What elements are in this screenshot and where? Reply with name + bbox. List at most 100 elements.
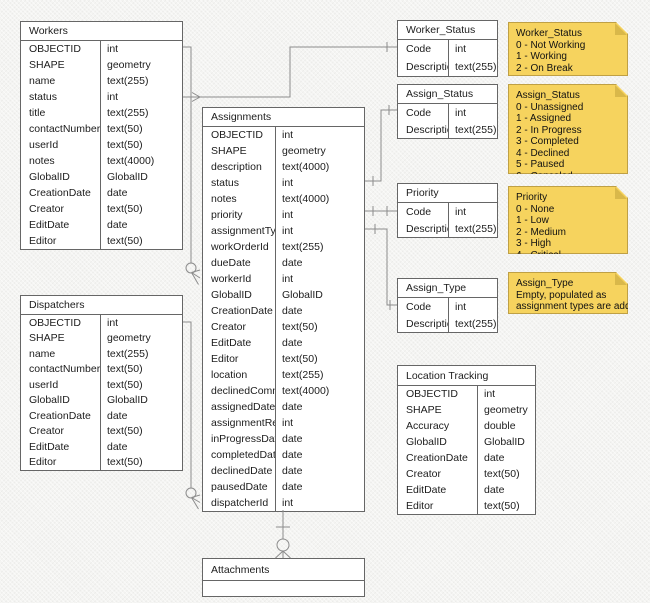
field-name: status [203,175,276,191]
field-name: Creator [203,319,276,335]
field-name: notes [21,153,101,169]
field-name: assignmentRead [203,415,276,431]
field-type: text(4000) [282,193,330,205]
table-row: inProgressDatedate [203,431,364,447]
field-name: name [21,346,101,362]
table-worker-status[interactable]: Worker_Status CodeintDescriptiontext(255… [397,20,498,77]
note-line: 3 - High [516,238,552,249]
field-name: Creator [21,423,101,439]
field-type: text(50) [107,456,143,469]
table-assign-status[interactable]: Assign_Status CodeintDescriptiontext(255… [397,84,498,139]
field-name: workOrderId [203,239,276,255]
field-name: workerId [203,271,276,287]
field-name: dispatcherId [203,495,276,511]
field-name: notes [203,191,276,207]
note-line: 1 - Assigned [516,113,572,124]
field-type: text(50) [107,425,143,438]
note-line: 0 - Not Working [516,39,586,51]
field-type: text(50) [107,203,143,215]
field-name: CreationDate [21,408,101,424]
field-type: text(255) [455,222,497,235]
field-name: SHAPE [203,143,276,159]
canvas-bottom-margin [0,603,650,615]
field-type: text(50) [107,363,143,376]
connector-assignments-assign-type[interactable] [365,224,397,310]
field-name: EditDate [21,217,101,233]
field-type: date [107,409,128,422]
field-type: int [282,273,294,285]
field-type: int [455,205,467,218]
field-type: text(4000) [107,155,155,167]
connector-assignments-assign-status[interactable] [365,105,397,186]
table-assign-type[interactable]: Assign_Type CodeintDescriptiontext(255) [397,278,498,333]
connector-dispatchers-assignments[interactable] [183,321,201,510]
note-line: 4 - Declined [516,147,570,159]
zero-or-many-circle [185,487,197,499]
table-title: Assign_Type [398,279,497,298]
field-type: int [107,91,119,103]
connector-assignments-attachments[interactable] [275,510,291,559]
field-name: Creator [21,201,101,217]
table-title: Workers [21,22,182,41]
table-row: CreationDate date [21,408,182,424]
field-name: name [21,73,101,89]
field-type: text(50) [107,378,143,391]
field-name: CreationDate [21,185,101,201]
table-row: name text(255) [21,346,182,362]
field-name: dueDate [203,255,276,271]
field-type: date [282,481,303,493]
note-line: 2 - In Progress [516,124,582,136]
note-line: 1 - Low [516,215,549,226]
table-row: notes text(4000) [203,191,364,207]
field-type: text(50) [107,123,143,135]
field-name: Code [398,298,449,315]
field-type: geometry [107,59,151,71]
field-name: Description [398,58,449,76]
field-name: declinedDate [203,463,276,479]
field-type: text(255) [107,347,149,360]
connector-assignments-priority[interactable] [365,206,397,216]
table-attachments[interactable]: Attachments [202,558,365,597]
note-line: 3 - Completed [516,136,579,147]
table-title: Worker_Status [398,21,497,40]
field-type: double [484,420,516,432]
table-row: declinedCommenttext(4000) [203,383,364,399]
connector-workers-worker-status[interactable] [183,42,397,102]
note-line: 0 - None [516,203,555,215]
table-row: Descriptiontext(255) [398,220,497,237]
field-name: Editor [21,454,101,470]
table-priority[interactable]: Priority CodeintDescriptiontext(255) [397,183,498,238]
field-name: Description [398,315,449,332]
table-row: dueDate date [203,255,364,271]
field-type: date [282,305,303,317]
table-row: Editor text(50) [21,454,182,470]
field-type: date [282,257,303,269]
connector-workers-assignments[interactable] [183,46,201,285]
crowfoot-many [275,550,291,559]
